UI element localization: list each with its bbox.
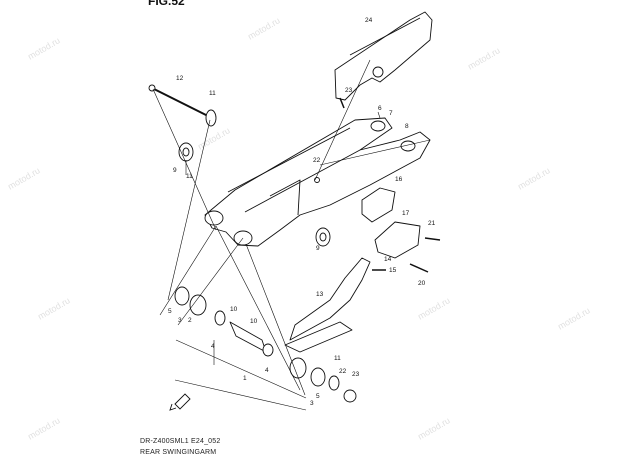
- callout-11b: 10: [230, 306, 238, 313]
- callout-3: 3: [178, 317, 182, 324]
- pivot-sleeve: [229, 321, 267, 353]
- callout-23: 24: [365, 17, 373, 24]
- washer: [262, 343, 274, 357]
- callout-11c: 10: [250, 318, 258, 325]
- callout-7: 7: [389, 110, 393, 117]
- callout-19: 17: [402, 210, 410, 217]
- watermark-text: motod.ru: [196, 125, 232, 151]
- callout-4: 4: [211, 343, 215, 350]
- callout-22: 22: [313, 157, 321, 164]
- bolt: [424, 237, 441, 241]
- chain-buffer: [289, 257, 371, 341]
- axle-bolt: [151, 87, 209, 117]
- callout-11: 11: [186, 173, 193, 180]
- chain-case: [334, 11, 433, 101]
- callout-14: 23: [352, 371, 360, 378]
- callout-13: 22: [339, 368, 347, 375]
- watermark-text: motod.ru: [26, 415, 62, 441]
- callout-16: 14: [384, 256, 392, 263]
- callout-18: 16: [395, 176, 403, 183]
- callout-4b: 4: [265, 367, 269, 374]
- callout-12: 12: [176, 75, 184, 82]
- bolt: [409, 263, 429, 273]
- oil-seal: [310, 367, 326, 387]
- bolt: [339, 97, 345, 109]
- diagram-code: DR-Z400SML1 E24_052: [140, 438, 221, 445]
- watermark-text: motod.ru: [416, 295, 452, 321]
- watermark-text: motod.ru: [416, 415, 452, 441]
- figure-header-fragment: FIG.52: [148, 0, 185, 8]
- callout-21: 21: [428, 220, 436, 227]
- bearing: [315, 227, 331, 247]
- callout-8: 8: [405, 123, 409, 130]
- watermark-text: motod.ru: [6, 165, 42, 191]
- washer: [205, 109, 217, 127]
- callout-24: 23: [345, 87, 353, 94]
- spacer: [214, 310, 226, 326]
- callout-10b: 11: [334, 355, 341, 362]
- part-callouts: 24 12 11 23 6 7 8 9 11 22 16 17 21 9 14 …: [168, 17, 436, 407]
- chain-guide: [361, 187, 396, 223]
- callout-10: 11: [209, 90, 216, 97]
- callout-3b: 3: [310, 400, 314, 407]
- watermark-text: motod.ru: [516, 165, 552, 191]
- bearing: [289, 357, 307, 379]
- watermark-text: motod.ru: [36, 295, 72, 321]
- callout-17: 15: [389, 267, 397, 274]
- callout-6: 6: [378, 105, 382, 112]
- callout-9b: 9: [316, 245, 320, 252]
- chain-guide-lower: [374, 221, 421, 259]
- watermark-text: motod.ru: [246, 15, 282, 41]
- callout-2: 2: [188, 317, 192, 324]
- watermark-text: motod.ru: [556, 305, 592, 331]
- watermark-text: motod.ru: [466, 45, 502, 71]
- callout-9: 9: [173, 167, 177, 174]
- diagram-title: REAR SWINGINGARM: [140, 449, 217, 456]
- screw: [314, 177, 320, 183]
- washer: [328, 375, 340, 391]
- oil-seal: [174, 286, 190, 306]
- callout-5: 5: [168, 308, 172, 315]
- callout-5b: 5: [316, 393, 320, 400]
- callout-1: 1: [243, 375, 247, 382]
- front-arrow-icon: [169, 393, 191, 411]
- callout-20: 20: [418, 280, 426, 287]
- nut: [343, 389, 357, 403]
- watermark-text: motod.ru: [26, 35, 62, 61]
- callout-15: 13: [316, 291, 324, 298]
- bearing: [189, 294, 207, 316]
